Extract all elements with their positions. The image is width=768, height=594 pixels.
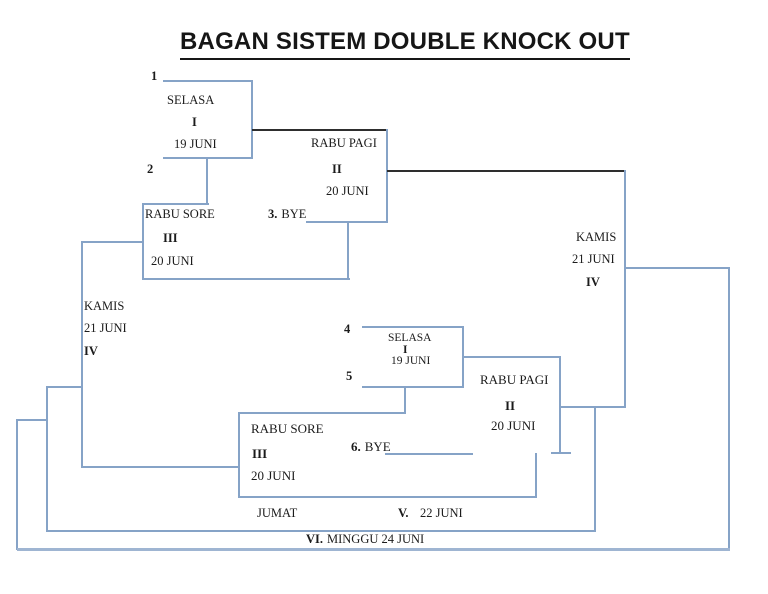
semifinal-right-day: KAMIS bbox=[576, 230, 617, 244]
final5-date: 22 JUNI bbox=[420, 506, 463, 520]
bye-3-text: BYE bbox=[281, 207, 307, 221]
connector-lower-m3-left bbox=[238, 412, 240, 498]
connector-upper-m1-winner bbox=[252, 129, 388, 131]
bye-6-label: 6.BYE bbox=[351, 439, 391, 454]
connector-final5-drop bbox=[594, 406, 596, 532]
semifinal-right-date: 21 JUNI bbox=[572, 252, 615, 266]
final6-round: VI. bbox=[306, 532, 324, 546]
connector-semifinal-right-vertical bbox=[624, 170, 626, 408]
upper-match1-day: SELASA bbox=[167, 93, 215, 107]
connector-upper-m3-top bbox=[142, 203, 209, 205]
connector-bye3-drop bbox=[347, 221, 349, 280]
connector-lower-m1-bottom bbox=[362, 386, 464, 388]
page-title: BAGAN SISTEM DOUBLE KNOCK OUT bbox=[180, 28, 630, 60]
lower-match2-round: II bbox=[505, 398, 516, 413]
final5-day: JUMAT bbox=[257, 506, 298, 520]
connector-lower-m3-top bbox=[238, 412, 406, 414]
lower-match2-day: RABU PAGI bbox=[480, 372, 549, 387]
lower-match3-round: III bbox=[252, 446, 268, 461]
upper-match3-date: 20 JUNI bbox=[151, 254, 194, 268]
seed-5-label: 5 bbox=[346, 369, 353, 383]
upper-match2-date: 20 JUNI bbox=[326, 184, 369, 198]
semifinal-left-day: KAMIS bbox=[84, 299, 125, 313]
semifinal-left-round: IV bbox=[84, 344, 98, 358]
final6-date: MINGGU 24 JUNI bbox=[327, 532, 425, 546]
connector-lower-m2-winner bbox=[560, 406, 626, 408]
connector-upper-m1-bottom bbox=[163, 157, 253, 159]
connector-upper-m1-top bbox=[163, 80, 253, 82]
connector-upper-m3-left bbox=[142, 203, 144, 280]
connector-semifinal-right-winner bbox=[625, 267, 730, 269]
connector-left-outer-vertical-3 bbox=[16, 419, 18, 550]
connector-upper-m2-winner bbox=[387, 170, 626, 172]
connector-upper-loser-drop bbox=[206, 157, 208, 205]
connector-lower-m2-right bbox=[559, 356, 561, 454]
upper-match3-round: III bbox=[163, 231, 178, 245]
upper-match1-round: I bbox=[192, 115, 197, 129]
lower-match1-round: I bbox=[403, 344, 408, 356]
connector-right-outer-vertical bbox=[728, 267, 730, 550]
lower-match1-date: 19 JUNI bbox=[391, 355, 431, 367]
connector-lower-m1-winner bbox=[463, 356, 561, 358]
connector-lower-m3-right bbox=[535, 453, 537, 498]
connector-left-outer-vertical-2 bbox=[46, 386, 48, 532]
upper-match2-round: II bbox=[332, 162, 342, 176]
upper-match2-day: RABU PAGI bbox=[311, 136, 377, 150]
connector-left-branch-v bbox=[46, 386, 83, 388]
connector-final6-line bbox=[17, 548, 730, 551]
upper-match3-day: RABU SORE bbox=[145, 207, 215, 221]
seed-2-label: 2 bbox=[147, 162, 154, 176]
connector-left-into-lower-m3 bbox=[82, 466, 240, 468]
seed-4-label: 4 bbox=[344, 322, 351, 336]
seed-1-label: 1 bbox=[151, 69, 158, 83]
connector-lower-m3-bottom bbox=[238, 496, 537, 498]
connector-upper-m2-right bbox=[386, 129, 388, 223]
bye-3-number: 3. bbox=[268, 207, 278, 221]
lower-match3-date: 20 JUNI bbox=[251, 468, 296, 483]
connector-upper-m3-bottom bbox=[142, 278, 350, 280]
lower-match2-date: 20 JUNI bbox=[491, 418, 536, 433]
connector-upper-m1-right bbox=[251, 80, 253, 159]
semifinal-left-date: 21 JUNI bbox=[84, 321, 127, 335]
upper-match1-date: 19 JUNI bbox=[174, 137, 217, 151]
bye-6-number: 6. bbox=[351, 439, 361, 454]
connector-final5-line bbox=[47, 530, 596, 532]
lower-match1-day: SELASA bbox=[388, 332, 432, 344]
connector-left-branch-vi bbox=[16, 419, 48, 421]
connector-upper-m3-winner bbox=[81, 241, 143, 243]
semifinal-right-round: IV bbox=[586, 275, 600, 289]
connector-left-outer-vertical-1 bbox=[81, 241, 83, 468]
bye-3-label: 3.BYE bbox=[268, 207, 307, 222]
connector-bye3-underline bbox=[306, 221, 388, 223]
connector-lower-m1-top bbox=[362, 326, 464, 328]
connector-lower-loser-drop bbox=[404, 386, 406, 414]
lower-match3-day: RABU SORE bbox=[251, 421, 324, 436]
connector-bye6-underline bbox=[385, 453, 473, 455]
connector-lower-m2-bottom bbox=[551, 452, 571, 454]
bye-6-text: BYE bbox=[364, 439, 391, 454]
final5-round: V. bbox=[398, 506, 409, 520]
